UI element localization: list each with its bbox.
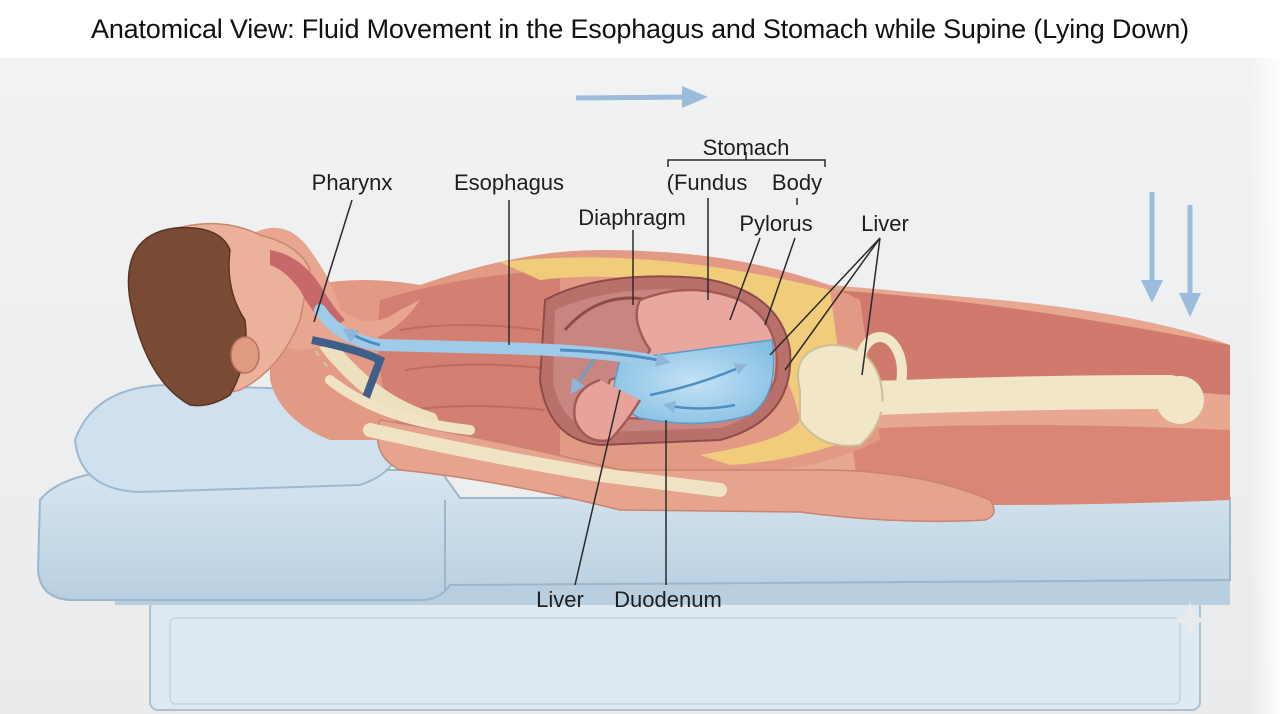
- label-duodenum: Duodenum: [614, 587, 722, 612]
- label-body: Body: [772, 170, 822, 195]
- page-title: Anatomical View: Fluid Movement in the E…: [91, 14, 1189, 44]
- label-pharynx: Pharynx: [312, 170, 393, 195]
- anatomy-illustration: Pharynx Esophagus Stomach (Fundus Body D…: [0, 58, 1280, 714]
- edge-fade: [1080, 58, 1280, 714]
- label-esophagus: Esophagus: [454, 170, 564, 195]
- label-liver-bottom: Liver: [536, 587, 584, 612]
- label-diaphragm: Diaphragm: [578, 205, 686, 230]
- hair: [127, 226, 247, 407]
- label-liver-top: Liver: [861, 211, 909, 236]
- label-stomach: Stomach: [703, 135, 790, 160]
- leader-lines: [313, 152, 881, 586]
- duodenum-organ: [573, 378, 642, 443]
- flow-arrow-right-icon: [575, 86, 708, 108]
- label-pylorus: Pylorus: [739, 211, 812, 236]
- body: [127, 222, 1230, 523]
- label-fundus: (Fundus: [667, 170, 748, 195]
- sparkle-icon: [1172, 600, 1208, 640]
